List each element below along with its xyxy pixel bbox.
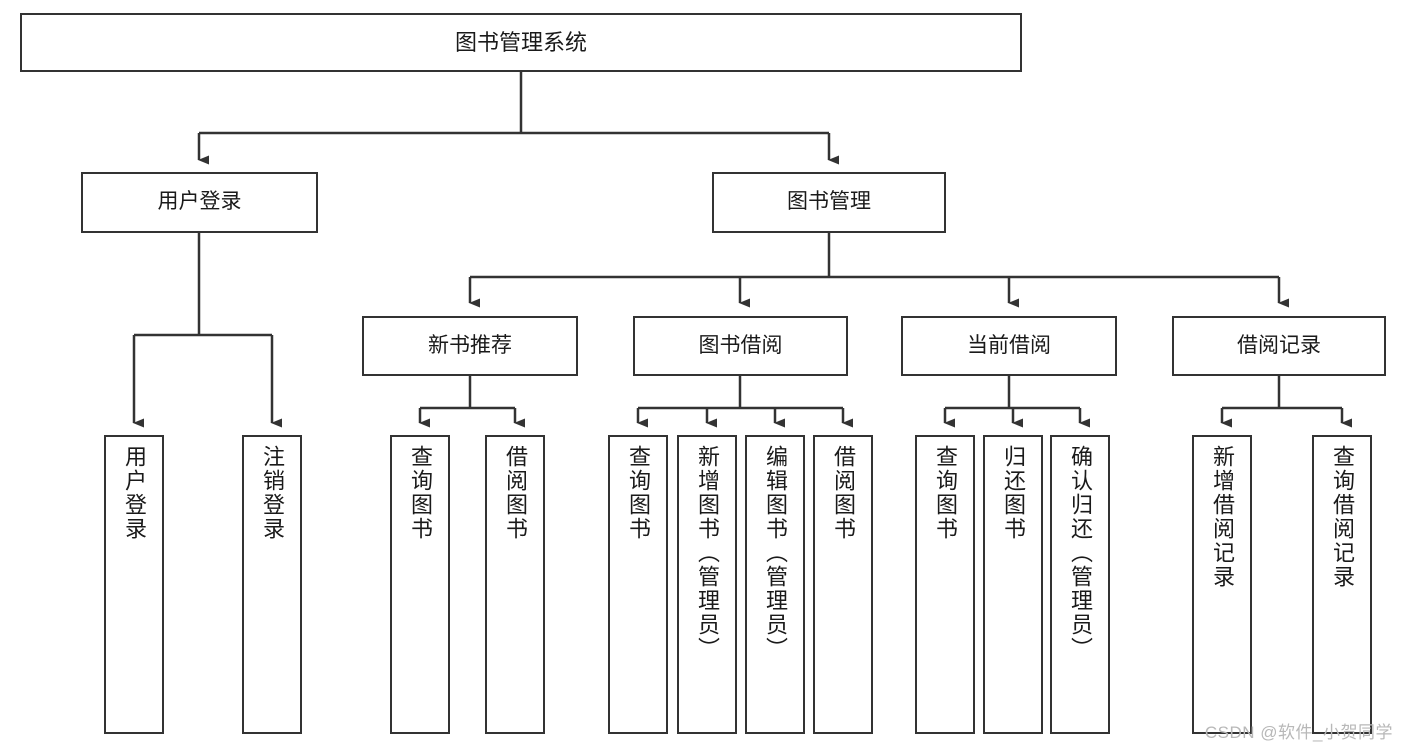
- leaf-book-borrow-borrow-book[interactable]: 借阅图书: [813, 435, 873, 734]
- node-label: 新书推荐: [428, 333, 512, 357]
- node-book-borrow[interactable]: 图书借阅: [633, 316, 848, 376]
- node-label: 查询图书: [408, 445, 433, 541]
- node-user-login[interactable]: 用户登录: [81, 172, 318, 233]
- leaf-book-borrow-edit-book[interactable]: 编辑图书（管理员）: [745, 435, 805, 734]
- leaf-new-book-query-book[interactable]: 查询图书: [390, 435, 450, 734]
- node-label: 注销登录: [260, 445, 285, 541]
- node-root-book-management-system[interactable]: 图书管理系统: [20, 13, 1022, 72]
- node-label: 借阅图书: [503, 445, 528, 541]
- leaf-borrow-record-add-record[interactable]: 新增借阅记录: [1192, 435, 1252, 734]
- node-label: 编辑图书（管理员）: [763, 445, 788, 661]
- node-label: 用户登录: [122, 445, 147, 541]
- node-new-book-recommendation[interactable]: 新书推荐: [362, 316, 578, 376]
- node-borrow-record[interactable]: 借阅记录: [1172, 316, 1386, 376]
- node-label: 用户登录: [157, 190, 242, 214]
- node-label: 归还图书: [1001, 445, 1026, 541]
- node-label: 借阅记录: [1237, 333, 1321, 357]
- node-label: 图书借阅: [698, 333, 783, 357]
- node-label: 借阅图书: [831, 445, 856, 541]
- leaf-borrow-record-query-record[interactable]: 查询借阅记录: [1312, 435, 1372, 734]
- node-label: 新增借阅记录: [1210, 445, 1235, 589]
- node-label: 当前借阅: [967, 333, 1051, 357]
- node-label: 查询图书: [626, 445, 651, 541]
- node-current-borrow[interactable]: 当前借阅: [901, 316, 1117, 376]
- node-label: 图书管理: [787, 190, 871, 214]
- leaf-user-logout[interactable]: 注销登录: [242, 435, 302, 734]
- node-label: 查询图书: [933, 445, 958, 541]
- node-label: 查询借阅记录: [1330, 445, 1355, 589]
- node-label: 图书管理系统: [454, 29, 587, 55]
- leaf-book-borrow-query-book[interactable]: 查询图书: [608, 435, 668, 734]
- node-label: 确认归还（管理员）: [1068, 445, 1093, 661]
- node-label: 新增图书（管理员）: [695, 445, 720, 661]
- leaf-current-borrow-query-book[interactable]: 查询图书: [915, 435, 975, 734]
- leaf-new-book-borrow-book[interactable]: 借阅图书: [485, 435, 545, 734]
- leaf-user-login[interactable]: 用户登录: [104, 435, 164, 734]
- node-book-management[interactable]: 图书管理: [712, 172, 946, 233]
- leaf-current-borrow-confirm-return[interactable]: 确认归还（管理员）: [1050, 435, 1110, 734]
- leaf-current-borrow-return-book[interactable]: 归还图书: [983, 435, 1043, 734]
- leaf-book-borrow-add-book[interactable]: 新增图书（管理员）: [677, 435, 737, 734]
